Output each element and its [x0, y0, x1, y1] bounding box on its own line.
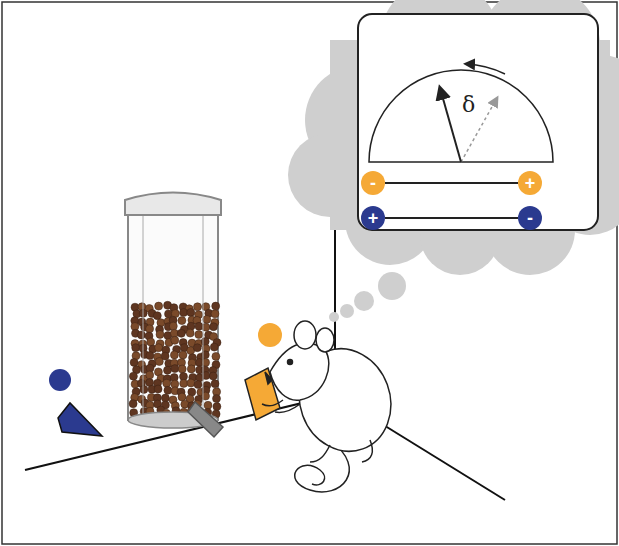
pellet [210, 323, 218, 331]
pellet [137, 331, 145, 339]
sign-text: - [527, 209, 533, 227]
tube-highlight [203, 215, 204, 420]
sign-circle: + [518, 171, 542, 195]
pellet [212, 352, 220, 360]
pellet [204, 401, 212, 409]
pellet [147, 338, 155, 346]
pellet [193, 344, 201, 352]
gauge-dial [369, 70, 553, 162]
pellet [211, 380, 219, 388]
pellet [171, 365, 179, 373]
pellet [187, 365, 195, 373]
pellet [171, 336, 179, 344]
pellet [194, 381, 202, 389]
pellet [201, 338, 209, 346]
pellet [195, 331, 203, 339]
pellet [169, 322, 177, 330]
pellet [164, 386, 172, 394]
shift-arrow [466, 64, 505, 74]
pellet [187, 379, 195, 387]
pellet [210, 343, 218, 351]
pellet [178, 393, 186, 401]
pellet [129, 400, 137, 408]
pellet [130, 358, 138, 366]
food-spout [188, 402, 223, 437]
dispenser-tube [128, 215, 218, 420]
dispenser-lid [125, 193, 221, 216]
pellet [146, 371, 154, 379]
pellet [153, 312, 161, 320]
pellet [170, 351, 178, 359]
sign-circle: + [361, 206, 385, 230]
pellet [155, 358, 163, 366]
pellet [140, 385, 148, 393]
pellet [154, 385, 162, 393]
pellet [146, 325, 154, 333]
pellet [212, 302, 220, 310]
pellet [187, 308, 195, 316]
sign-text: + [368, 209, 379, 227]
blue-lever [58, 403, 102, 436]
pellet [156, 330, 164, 338]
sign-text: - [370, 174, 376, 192]
pellet [179, 351, 187, 359]
gauge-panel [358, 14, 598, 230]
pellet [213, 395, 221, 403]
orange-cue-light [258, 323, 282, 347]
gauge-needle [440, 88, 461, 162]
delta-label: δ [462, 92, 475, 117]
pellet [163, 379, 171, 387]
pellet [211, 310, 219, 318]
tube-highlight [143, 215, 144, 420]
pellet [155, 344, 163, 352]
pellet [146, 352, 154, 360]
scale-line [385, 182, 518, 184]
pellet [213, 403, 221, 411]
pellet [209, 372, 217, 380]
sign-circle: - [518, 206, 542, 230]
thought-cloud [288, 0, 619, 322]
pellet [129, 372, 137, 380]
sign-text: + [525, 174, 536, 192]
scale-line [385, 217, 518, 219]
pellet [132, 344, 140, 352]
pellet [177, 329, 185, 337]
pellet [164, 366, 172, 374]
pellet [181, 400, 189, 408]
pellet [155, 302, 163, 310]
pellet [194, 303, 202, 311]
pellet [180, 379, 188, 387]
rat [262, 321, 405, 492]
pellet [203, 315, 211, 323]
pellet [178, 317, 186, 325]
pellet [186, 329, 194, 337]
sign-circle: - [361, 171, 385, 195]
pellet [180, 309, 188, 317]
blue-cue-light [49, 369, 71, 391]
pellet [178, 365, 186, 373]
